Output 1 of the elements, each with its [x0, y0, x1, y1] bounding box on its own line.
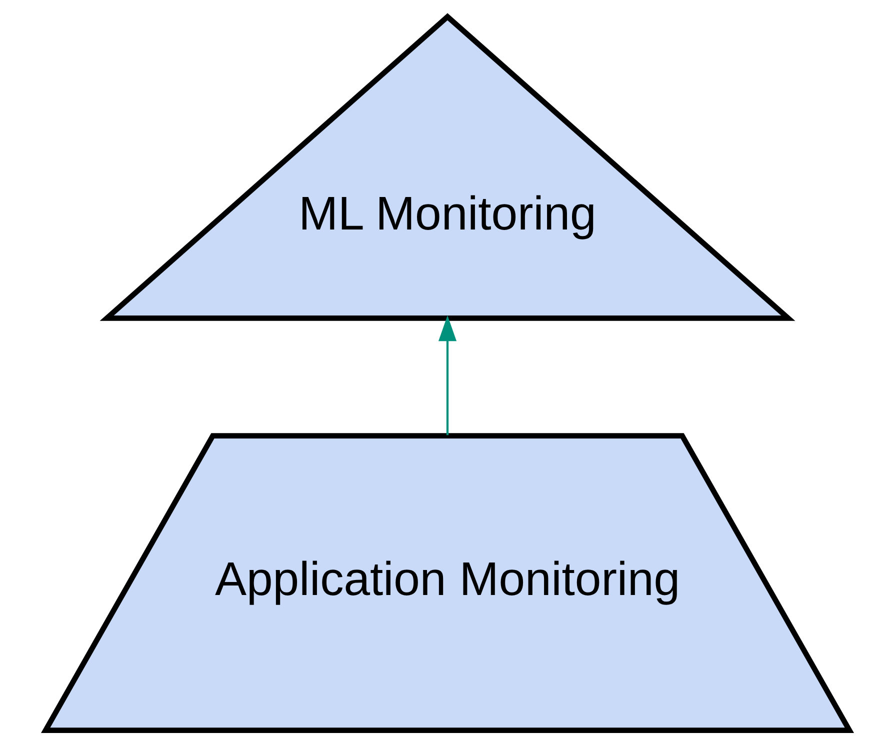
arrow	[438, 315, 457, 436]
